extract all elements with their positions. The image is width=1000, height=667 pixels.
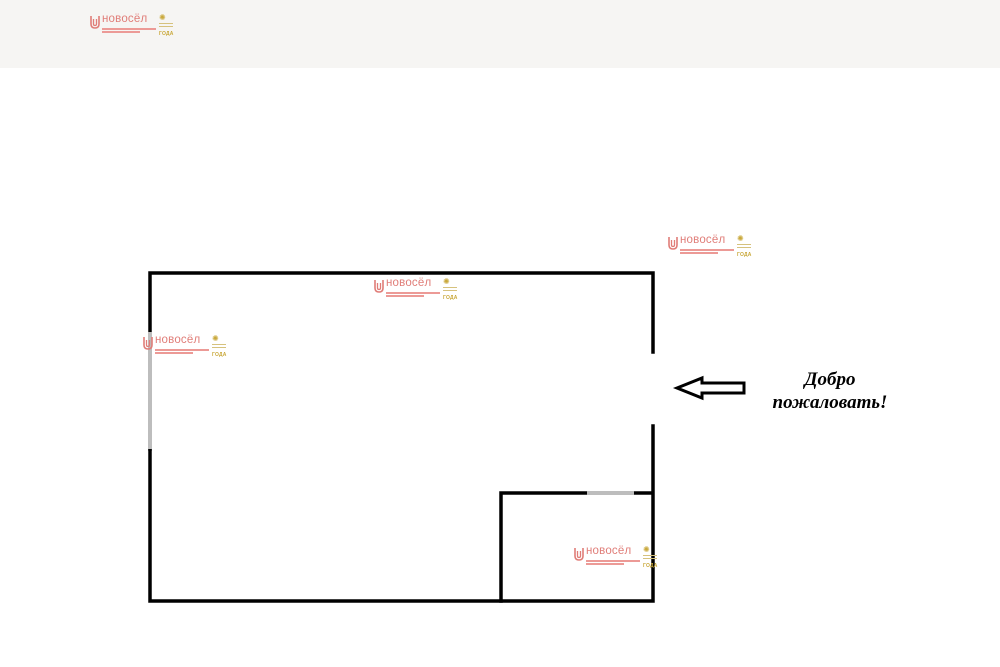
- entrance-label-line2: пожаловать!: [772, 392, 888, 413]
- entrance-label-line1: Добро: [804, 369, 856, 390]
- watermark-logo: новосёл ✺ГОДА: [668, 234, 758, 264]
- logo-mark-icon: [374, 280, 384, 293]
- watermark-wordmark: новосёл: [586, 545, 632, 557]
- award-badge: ✺ГОДА: [212, 334, 227, 358]
- header-band: новосёл ✺ ГОДА: [0, 0, 1000, 68]
- award-badge: ✺ ГОДА: [158, 14, 176, 40]
- left-arrow-icon: [672, 375, 746, 401]
- award-badge: ✺ГОДА: [443, 277, 458, 301]
- sun-icon: ✺: [643, 545, 650, 554]
- entrance-label: Добро пожаловать!: [770, 368, 890, 414]
- award-badge-label: ГОДА: [159, 31, 174, 37]
- sun-icon: ✺: [159, 13, 166, 22]
- watermark-logo: новосёл ✺ГОДА: [374, 277, 464, 307]
- watermark-logo: новосёл ✺ГОДА: [143, 334, 233, 364]
- logo-mark-icon: [668, 237, 678, 250]
- sun-icon: ✺: [212, 334, 219, 343]
- brand-logo: новосёл ✺ ГОДА: [90, 13, 180, 43]
- award-badge: ✺ГОДА: [737, 234, 752, 258]
- watermark-wordmark: новосёл: [155, 334, 201, 346]
- watermark-wordmark: новосёл: [386, 277, 432, 289]
- logo-mark-icon: [143, 337, 153, 350]
- watermark-logo: новосёл ✺ГОДА: [574, 545, 664, 575]
- logo-mark-icon: [574, 548, 584, 561]
- watermark-wordmark: новосёл: [680, 234, 726, 246]
- logo-tagline: [102, 28, 156, 33]
- sun-icon: ✺: [443, 277, 450, 286]
- wall-right-bottom: [148, 424, 655, 603]
- sun-icon: ✺: [737, 234, 744, 243]
- logo-wordmark: новосёл: [102, 13, 148, 25]
- logo-mark-icon: [90, 16, 100, 29]
- award-badge: ✺ГОДА: [643, 545, 658, 569]
- bathroom-wall: [499, 491, 589, 603]
